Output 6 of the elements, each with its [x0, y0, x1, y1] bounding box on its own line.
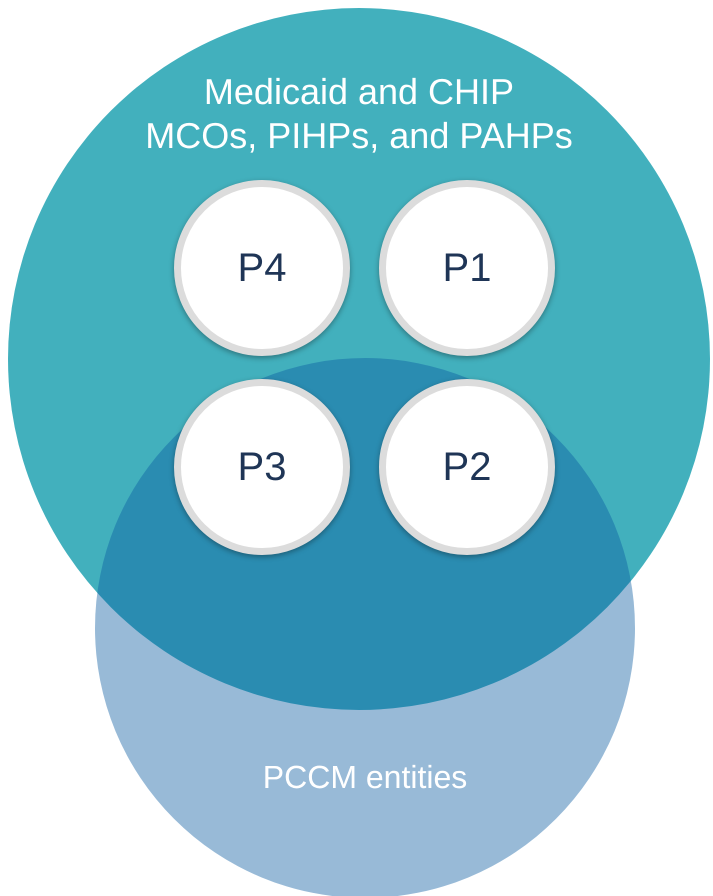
circle-label: P2 [442, 444, 492, 491]
set-label: PCCM entities [262, 758, 468, 797]
set-label: Medicaid and CHIP MCOs, PIHPs, and PAHPs [144, 70, 574, 158]
circle-label: P1 [442, 245, 492, 292]
circle-label: P3 [238, 444, 286, 491]
circle-label: P4 [238, 245, 286, 292]
